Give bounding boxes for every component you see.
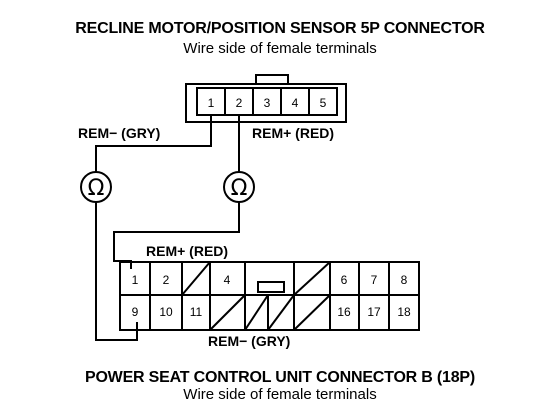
top-connector-title: RECLINE MOTOR/POSITION SENSOR 5P CONNECT… <box>75 20 485 37</box>
bottom-connector-title: POWER SEAT CONTROL UNIT CONNECTOR B (18P… <box>84 369 476 386</box>
top-connector-subtitle: Wire side of female terminals <box>183 40 377 57</box>
bottom-rem-plus-red-label: REM+ (RED) <box>146 243 228 259</box>
bottom-pin-2: 2 <box>163 273 170 287</box>
top-pin-2: 2 <box>236 96 243 110</box>
bottom-pin-6: 6 <box>341 273 348 287</box>
bottom-pin-16: 16 <box>337 305 351 319</box>
ohm-symbol-left: Ω <box>88 176 105 201</box>
bottom-pin-10: 10 <box>159 305 173 319</box>
bottom-rem-minus-gry-label: REM− (GRY) <box>208 333 290 349</box>
ohm-symbol-right: Ω <box>231 176 248 201</box>
bottom-pin-18: 18 <box>397 305 411 319</box>
rem-minus-lead <box>95 202 138 341</box>
top-pin-3: 3 <box>264 96 271 110</box>
rem-plus-red-label: REM+ (RED) <box>252 125 334 141</box>
bottom-pin-4: 4 <box>224 273 231 287</box>
bottom-pin-7: 7 <box>371 273 378 287</box>
top-connector-pin-block <box>196 87 338 116</box>
top-connector-lock-tab <box>255 74 289 85</box>
bottom-pin-17: 17 <box>367 305 381 319</box>
bottom-pin-9: 9 <box>132 305 139 319</box>
top-pin-5: 5 <box>320 96 327 110</box>
bottom-connector-lock-tab <box>257 281 285 293</box>
top-pin-1: 1 <box>208 96 215 110</box>
top-connector-housing <box>185 83 347 123</box>
rem-minus-probe-wire <box>95 115 212 172</box>
bottom-pin-8: 8 <box>401 273 408 287</box>
rem-minus-gry-label: REM− (GRY) <box>78 125 160 141</box>
bottom-pin-11: 11 <box>190 305 203 319</box>
bottom-connector-subtitle: Wire side of female terminals <box>183 386 377 403</box>
top-pin-4: 4 <box>292 96 299 110</box>
bottom-pin-1: 1 <box>132 273 139 287</box>
